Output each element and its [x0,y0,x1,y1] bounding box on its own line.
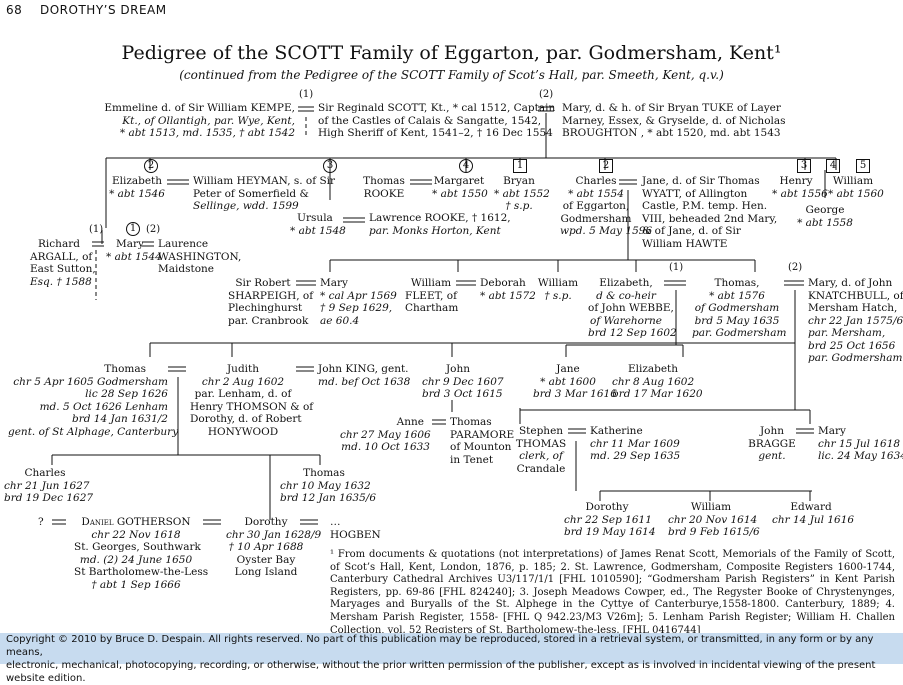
marker: (1) [299,89,314,100]
marriage-sign [432,419,446,425]
marriage-sign [410,179,432,185]
marriage-sign [296,366,314,372]
person-mary: Mary* abt 1544 [106,238,162,263]
page-subtitle: (continued from the Pedigree of the SCOT… [179,68,724,82]
person-deborah: Deborah* abt 1572 [480,277,536,302]
person-ursula: Ursula* abt 1548 [290,212,346,237]
marriage-sign [52,519,66,525]
person-william-sp: William† s.p. [537,277,579,302]
page-number: 68 [6,3,23,17]
marriage-sign [203,519,221,525]
marker-box: 5 [856,159,870,173]
marker: (1) [89,224,104,235]
person-john-king: John KING, gent.md. bef Oct 1638 [318,363,411,388]
marriage-sign [784,280,804,286]
copyright-footer: Copyright © 2010 by Bruce D. Despain. Al… [0,633,903,684]
person-bryan: Bryan* abt 1552† s.p. [494,175,550,212]
person-reginald-scott: Sir Reginald SCOTT, Kt., * cal 1512, Cap… [318,102,556,139]
marker: (1) [669,262,684,273]
marker-box: 1 [513,159,527,173]
marker-circle: 4 [459,159,473,173]
marker-box: 2 [599,159,613,173]
page-title: Pedigree of the SCOTT Family of Eggarton… [121,42,782,64]
person-george: George* abt 1558 [797,204,853,229]
marker-circle: 3 [323,159,337,173]
copyright-line: Copyright © 2010 by Bruce D. Despain. Al… [6,634,874,658]
person-unknown: ? [38,516,44,528]
person-elizabeth: Elizabeth* abt 1546 [109,175,165,200]
marker-box: 4 [826,159,840,173]
marriage-sign [142,241,154,247]
marriage-sign [664,280,686,286]
person-william: William* abt 1560 [828,175,884,200]
marriage-sign [300,519,318,525]
person-hogben: …HOGBEN [330,516,381,541]
person-henry: Henry* abt 1556 [772,175,828,200]
marker: (2) [146,224,161,235]
marriage-sign [167,179,189,185]
marriage-sign [456,280,476,286]
person-emmeline: Emmeline d. of Sir William KEMPE,Kt., of… [104,102,295,139]
marriage-sign [796,428,814,434]
person-mary-tuke: Mary, d. & h. of Sir Bryan TUKE of Layer… [562,102,786,139]
marriage-sign [296,280,316,286]
marker: (2) [539,89,554,100]
marker-circle: 1 [126,222,140,236]
person-margaret: Margaret* abt 1550 [432,175,488,200]
marriage-sign [538,106,554,112]
marriage-sign [619,179,637,185]
marker: (2) [788,262,803,273]
copyright-line: electronic, mechanical, photocopying, re… [6,660,876,684]
running-title: DOROTHY’S DREAM [40,3,167,17]
marker-box: 3 [797,159,811,173]
marriage-sign [568,428,586,434]
person-lawrence-rooke: Lawrence ROOKE, † 1612,par. Monks Horton… [369,212,511,237]
footnote: ¹ From documents & quotations (not inter… [330,549,895,636]
marriage-sign [168,366,186,372]
marker-circle: 2 [144,159,158,173]
marriage-sign [298,106,314,112]
person-mary-scott: Mary* cal Apr 1569† 9 Sep 1629,ae 60.4 [320,277,397,327]
marriage-sign [343,217,365,223]
